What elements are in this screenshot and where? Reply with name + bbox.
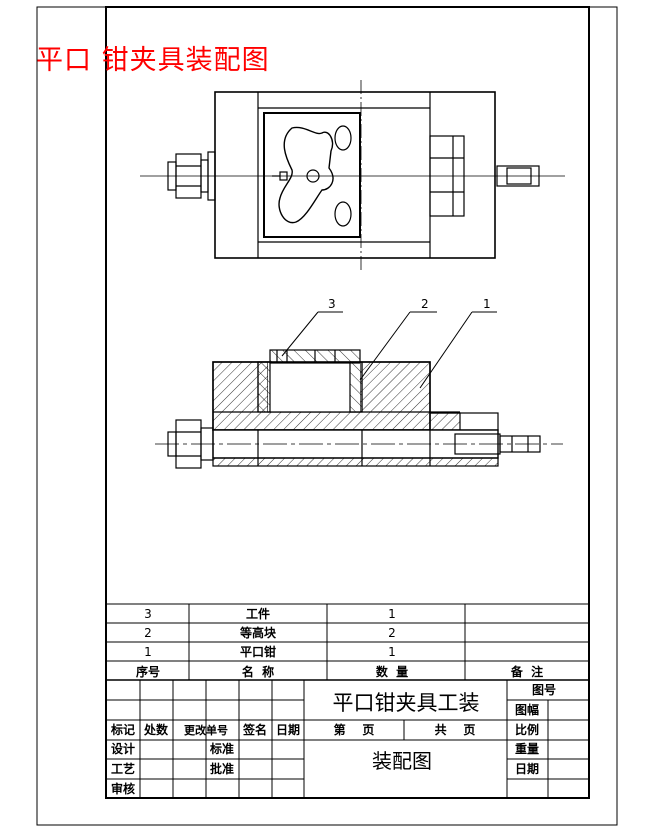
parts-row-name: 工件 xyxy=(246,606,270,621)
design-label: 设计 xyxy=(111,741,135,756)
scale-label: 比例 xyxy=(515,722,539,737)
date-label: 日期 xyxy=(515,761,539,776)
callout-2: 2 xyxy=(421,297,429,311)
parts-row-qty: 1 xyxy=(388,645,396,659)
parts-row-qty: 2 xyxy=(388,626,396,640)
weight-label: 重量 xyxy=(515,741,539,756)
drawing-title: 平口 钳夹具装配图 xyxy=(36,45,270,76)
parts-row-no: 1 xyxy=(144,645,152,659)
standard-label: 标准 xyxy=(209,741,234,756)
header-remark: 备 注 xyxy=(510,664,543,679)
parts-row-qty: 1 xyxy=(388,607,396,621)
page-label: 第 页 xyxy=(334,722,375,737)
approve-label: 批准 xyxy=(210,761,234,776)
drawing-name: 装配图 xyxy=(372,749,432,773)
header-qty: 数 量 xyxy=(376,664,408,679)
callout-3: 3 xyxy=(328,297,336,311)
header-no: 序号 xyxy=(136,664,160,679)
process-label: 工艺 xyxy=(111,761,135,776)
revision-header: 签名 xyxy=(242,722,267,737)
revision-header: 处数 xyxy=(143,722,169,737)
parts-row-no: 3 xyxy=(144,607,152,621)
title-block: 平口钳夹具工装 装配图 图号 图幅 比例 重量 日期 标记 处数 更改单号 签名… xyxy=(110,682,556,796)
revision-header: 标记 xyxy=(110,722,135,737)
parts-row-no: 2 xyxy=(144,626,152,640)
parts-list: 3 工件 1 2 等高块 2 1 平口钳 1 序号 名 称 数 量 备 注 xyxy=(136,606,543,679)
review-label: 审核 xyxy=(111,781,135,796)
sheet-size-label: 图幅 xyxy=(515,702,539,717)
product-name: 平口钳夹具工装 xyxy=(333,691,480,715)
title-block-grid xyxy=(105,679,590,799)
callout-leaders xyxy=(281,311,497,389)
header-name: 名 称 xyxy=(242,664,274,679)
parts-row-name: 等高块 xyxy=(239,625,277,640)
top-view xyxy=(140,80,565,270)
total-label: 共 页 xyxy=(435,722,476,737)
revision-header: 更改单号 xyxy=(184,723,228,737)
parts-row-name: 平口钳 xyxy=(240,644,276,659)
callout-1: 1 xyxy=(483,297,491,311)
revision-header: 日期 xyxy=(276,722,300,737)
front-section-view xyxy=(155,349,563,469)
drawing-no-label: 图号 xyxy=(532,682,556,697)
